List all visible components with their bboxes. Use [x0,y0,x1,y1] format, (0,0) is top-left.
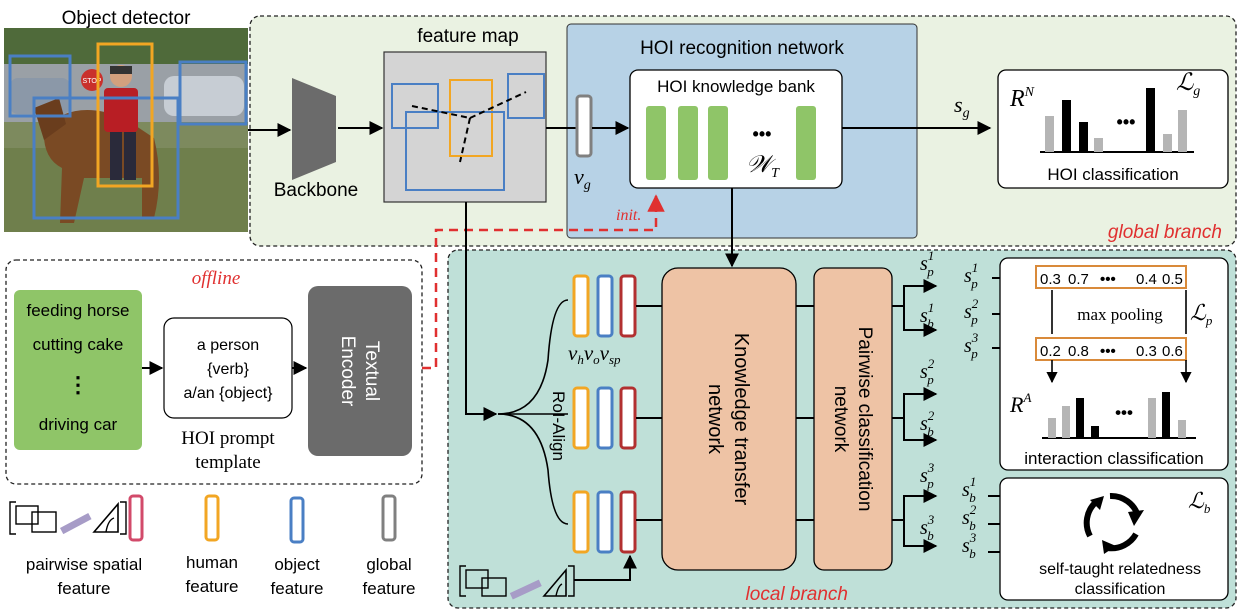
text-label-3: driving car [39,415,118,434]
legend-human-swatch [204,494,220,542]
legend-human-label-2: feature [186,577,239,596]
score-row-3-values: 0.2 0.8 ••• 0.3 0.6 [1040,343,1183,360]
text-label-ellipsis: ⋮ [67,372,89,397]
prompt-caption-2: template [195,452,260,473]
init-dashed-arrow [422,194,665,370]
knowledge-bank-title: HOI knowledge bank [657,77,815,96]
text-label-1: feeding horse [26,301,129,320]
hoi-classification-box [997,69,1229,189]
legend-spatial-label-1: pairwise spatial [26,555,142,574]
feature-triplet-1 [572,274,637,338]
legend-object-label-2: feature [271,579,324,598]
relatedness-caption-2: classification [1075,581,1166,598]
output-fork-3 [892,489,938,553]
ra-label: RA [1009,390,1031,417]
hoi-cls-caption: HOI classification [1047,165,1178,184]
prompt-line-3: a/an {object} [184,385,274,402]
prompt-line-2: {verb} [207,361,249,378]
lg-label: ℒg [1176,70,1200,99]
global-branch-label: global branch [1108,222,1222,243]
sg-label: sg [954,92,970,121]
interaction-classification-box [999,257,1229,471]
score-row-3 [1035,337,1187,361]
init-label: init. [616,207,641,224]
arrow-spatial-to-triplet [574,554,637,581]
backbone-trapezoid [292,78,336,180]
kt-label-1: Knowledge transfer [730,333,752,506]
kt-label-2: network [704,384,726,455]
ra-dots: ••• [1115,403,1133,422]
lb-label: ℒb [1188,488,1211,516]
text-labels-box [14,290,142,450]
encoder-label-2: Encoder [337,336,358,407]
pairwise-classification-network [813,267,893,571]
score-row-1-values: 0.3 0.7 ••• 0.4 0.5 [1040,271,1183,288]
offline-title: offline [192,268,241,289]
output-fork-1 [892,279,938,337]
legend-spatial-label-2: feature [58,579,111,598]
text-label-2: cutting cake [33,335,124,354]
hoi-cls-dots: ••• [1117,112,1136,132]
legend-human-label-1: human [186,553,238,572]
pcn-label-1: Pairwise classification [854,327,875,512]
textual-encoder-box [308,286,412,456]
prompt-caption-1: HOI prompt [181,428,275,449]
score-row-1 [1035,265,1187,289]
detector-photo-drawing: STOP [4,28,248,232]
feature-map-title: feature map [417,26,518,47]
vg-label: vg [574,164,591,193]
hoi-network-title: HOI recognition network [640,38,844,59]
arrow-featuremap-to-roi [465,202,498,421]
legend-global-label-1: global [366,555,411,574]
feature-triplet-2 [572,386,637,450]
feat-labels: vhvovsp [568,341,621,367]
vg-global-feature [575,94,593,158]
legend-spatial-icon [9,494,144,542]
detector-photo: STOP [4,28,248,232]
cycle-icon [1083,493,1144,554]
relatedness-classification-box [999,477,1229,601]
interaction-caption: interaction classification [1024,449,1204,468]
roi-align-label: RoI-Align [549,391,568,461]
encoder-label-1: Textual [361,341,382,401]
prompt-line-1: a person [197,337,259,354]
lp-label: ℒp [1190,300,1213,328]
output-fork-2 [892,387,938,447]
backbone-label: Backbone [274,180,359,201]
detector-title: Object detector [62,8,192,29]
legend-global-swatch [381,494,397,542]
legend-object-label-1: object [274,555,320,574]
legend-global-label-2: feature [363,579,416,598]
spatial-feature-icon-bottom [459,565,575,600]
stop-sign-text: STOP [83,78,102,85]
rn-label: RN [1009,85,1035,112]
legend-object-swatch [289,496,305,544]
bank-dots: ••• [753,124,772,144]
knowledge-transfer-network [661,267,797,571]
pcn-label-2: network [830,386,851,453]
max-pooling-label: max pooling [1077,305,1163,324]
local-branch-label: local branch [746,584,848,605]
feature-triplet-3 [572,490,637,554]
relatedness-caption-1: self-taught relatedness [1039,561,1201,578]
